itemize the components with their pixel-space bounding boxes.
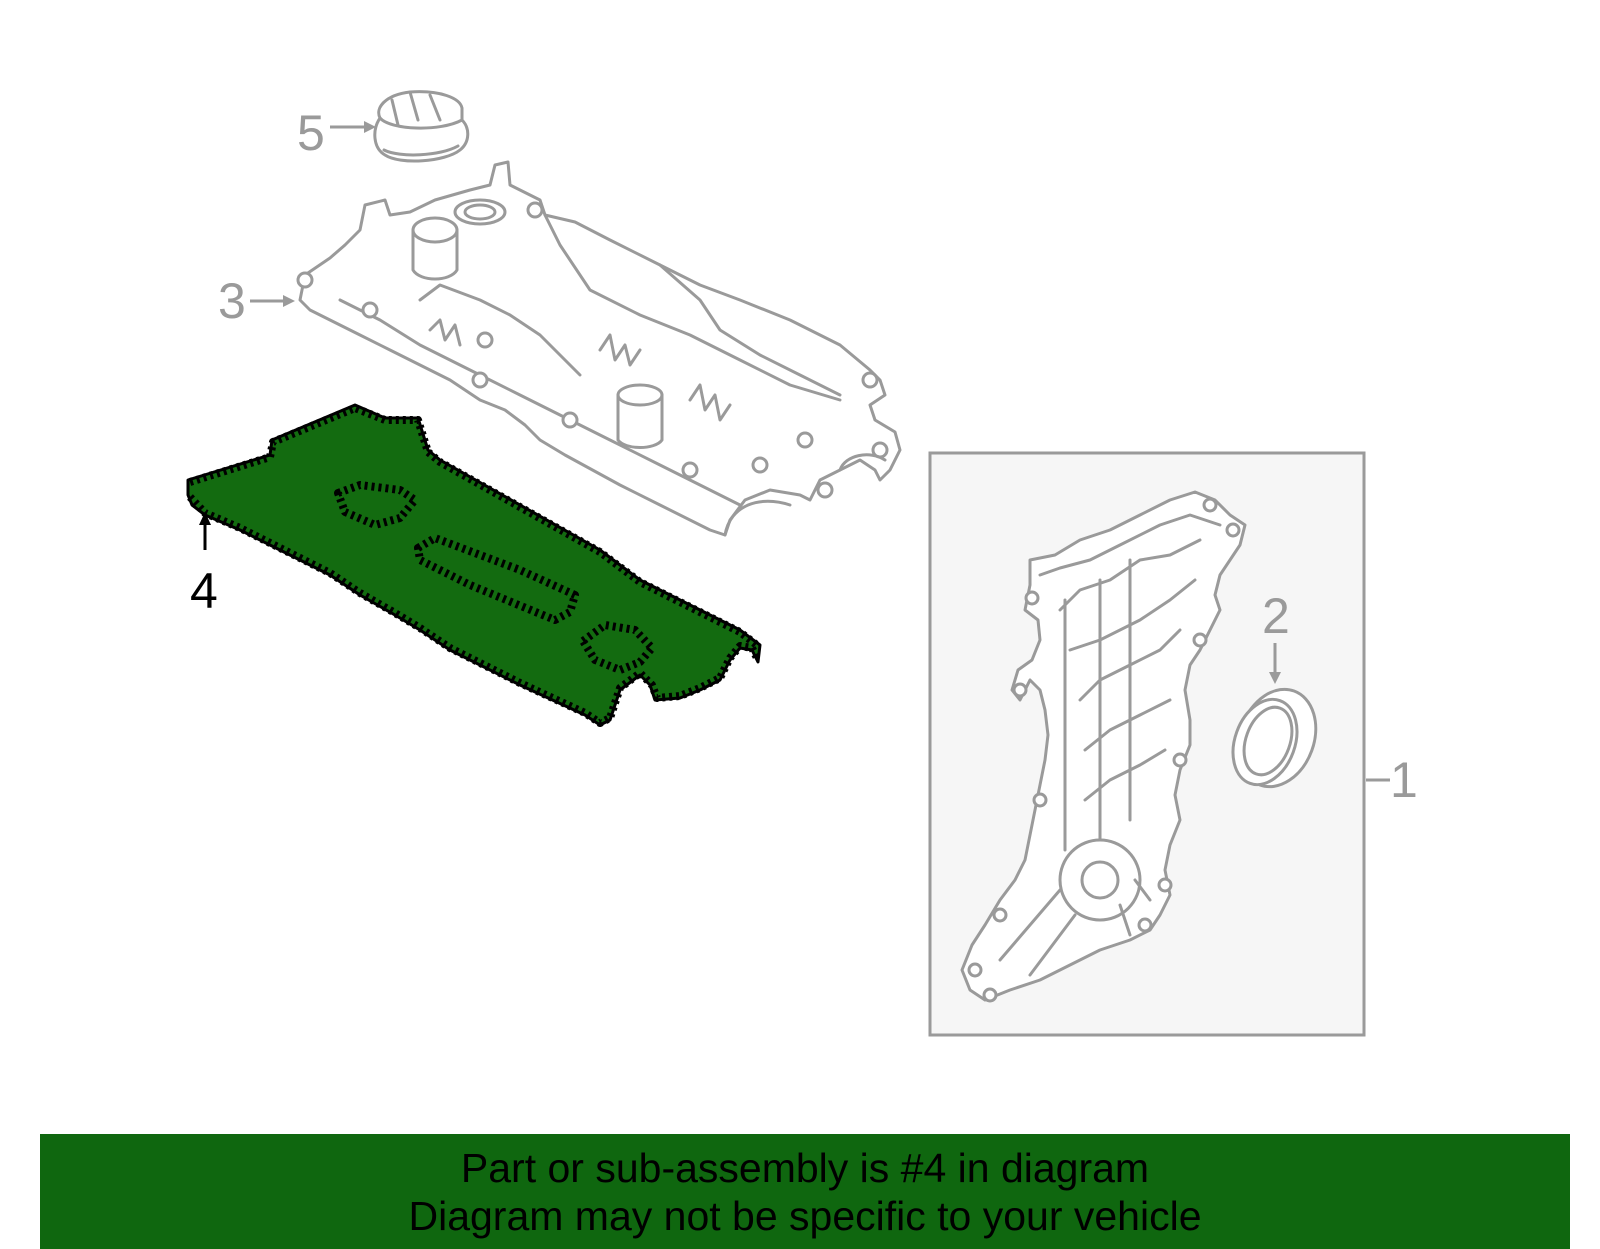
oil-filler-cap[interactable] [373,90,470,163]
banner-line-1: Part or sub-assembly is #4 in diagram [460,1145,1150,1191]
callout-3: 3 [218,273,295,329]
callout-4: 4 [190,512,218,619]
callout-3-label: 3 [218,273,246,329]
callout-2: 2 [1262,588,1290,684]
callout-5: 5 [297,105,376,161]
banner-line-2: Diagram may not be specific to your vehi… [408,1193,1202,1239]
callout-4-label: 4 [190,563,218,619]
callout-2-label: 2 [1262,588,1290,644]
valve-cover[interactable] [296,160,902,537]
valve-cover-gasket[interactable] [186,403,762,727]
callout-1: 1 [1366,752,1418,808]
crankshaft-seal[interactable] [1222,678,1329,797]
callout-5-label: 5 [297,105,325,161]
info-banner: Part or sub-assembly is #4 in diagram Di… [40,1134,1570,1249]
callout-1-label: 1 [1390,752,1418,808]
